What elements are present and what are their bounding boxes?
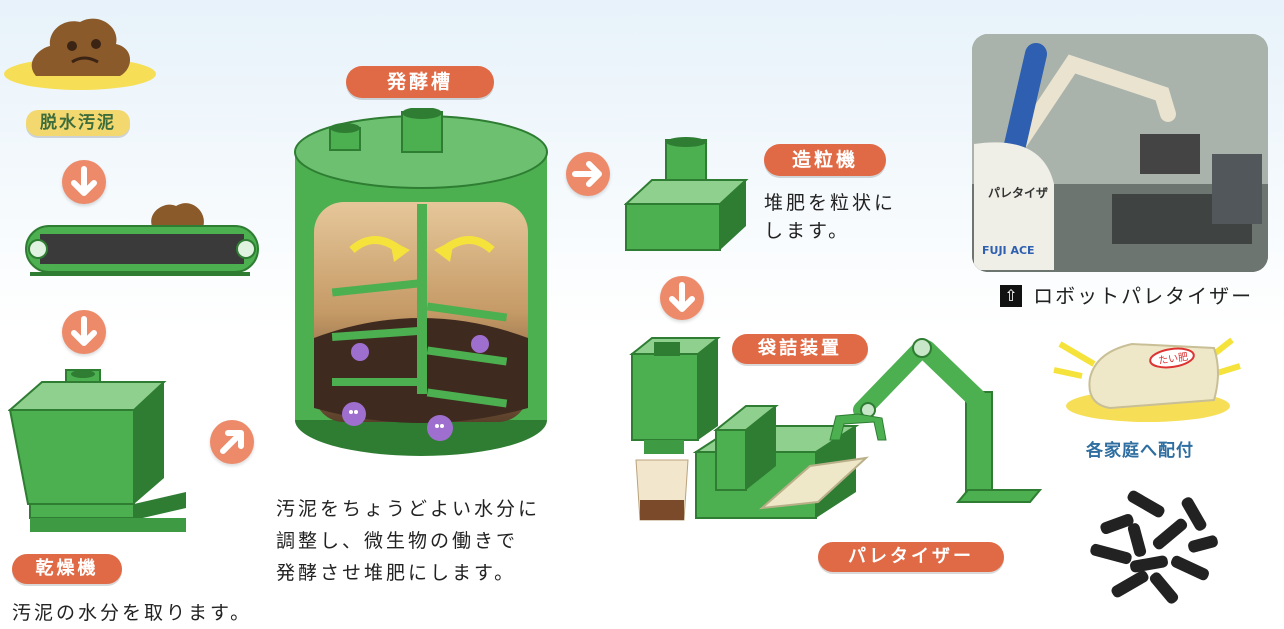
photo-caption: ⇧ ロボットパレタイザー [1000, 282, 1253, 308]
fermenter-label: 発酵槽 [346, 66, 494, 98]
bag-stamp-text: たい肥 [1157, 351, 1188, 367]
down-arrow-1 [62, 160, 106, 204]
granulator-caption-line-1: 堆肥を粒状に [764, 192, 897, 214]
down-arrow-3 [660, 276, 704, 320]
granulator-label: 造粒機 [764, 144, 886, 176]
fermenter-caption-line-1: 汚泥をちょうどよい水分に [276, 498, 541, 520]
photo-caption-text: ロボットパレタイザー [1033, 283, 1254, 308]
sludge-illustration [2, 4, 158, 92]
up-arrow-box-icon: ⇧ [1000, 284, 1022, 307]
arrow-up-right-icon [220, 430, 244, 454]
arrow-down-icon [71, 316, 97, 346]
bagging-palletizer-machine [626, 330, 1046, 530]
compost-pellets-illustration [1080, 478, 1230, 606]
brand-label: FUJI ACE [982, 244, 1035, 257]
diagonal-arrow [210, 420, 254, 464]
delivery-label: 各家庭へ配付 [1086, 441, 1194, 461]
palletizer-label: パレタイザー [818, 542, 1004, 572]
dryer-label: 乾燥機 [12, 554, 122, 584]
dewatered-sludge-label: 脱水汚泥 [26, 110, 130, 136]
dryer-machine [7, 368, 188, 538]
arrow-down-icon [669, 282, 695, 312]
arrow-down-icon [71, 166, 97, 196]
dryer-caption: 汚泥の水分を取ります。 [12, 602, 253, 624]
fermenter-caption-line-3: 発酵させ堆肥にします。 [276, 562, 517, 584]
bagging-label: 袋詰装置 [732, 334, 868, 364]
conveyor-belt [14, 196, 270, 288]
compost-bag-illustration: たい肥 [1046, 318, 1246, 426]
right-arrow [566, 152, 610, 196]
fermenter-tank [290, 107, 552, 460]
granulator-caption-line-2: します。 [764, 220, 851, 242]
fermenter-caption-line-2: 調整し、微生物の働きで [276, 530, 519, 552]
robot-palletizer-photo: パレタイザ FUJI ACE [972, 34, 1268, 272]
arrow-right-icon [572, 161, 602, 187]
granulator-machine [623, 136, 750, 252]
down-arrow-2 [62, 310, 106, 354]
robot-label: パレタイザ [988, 186, 1049, 200]
